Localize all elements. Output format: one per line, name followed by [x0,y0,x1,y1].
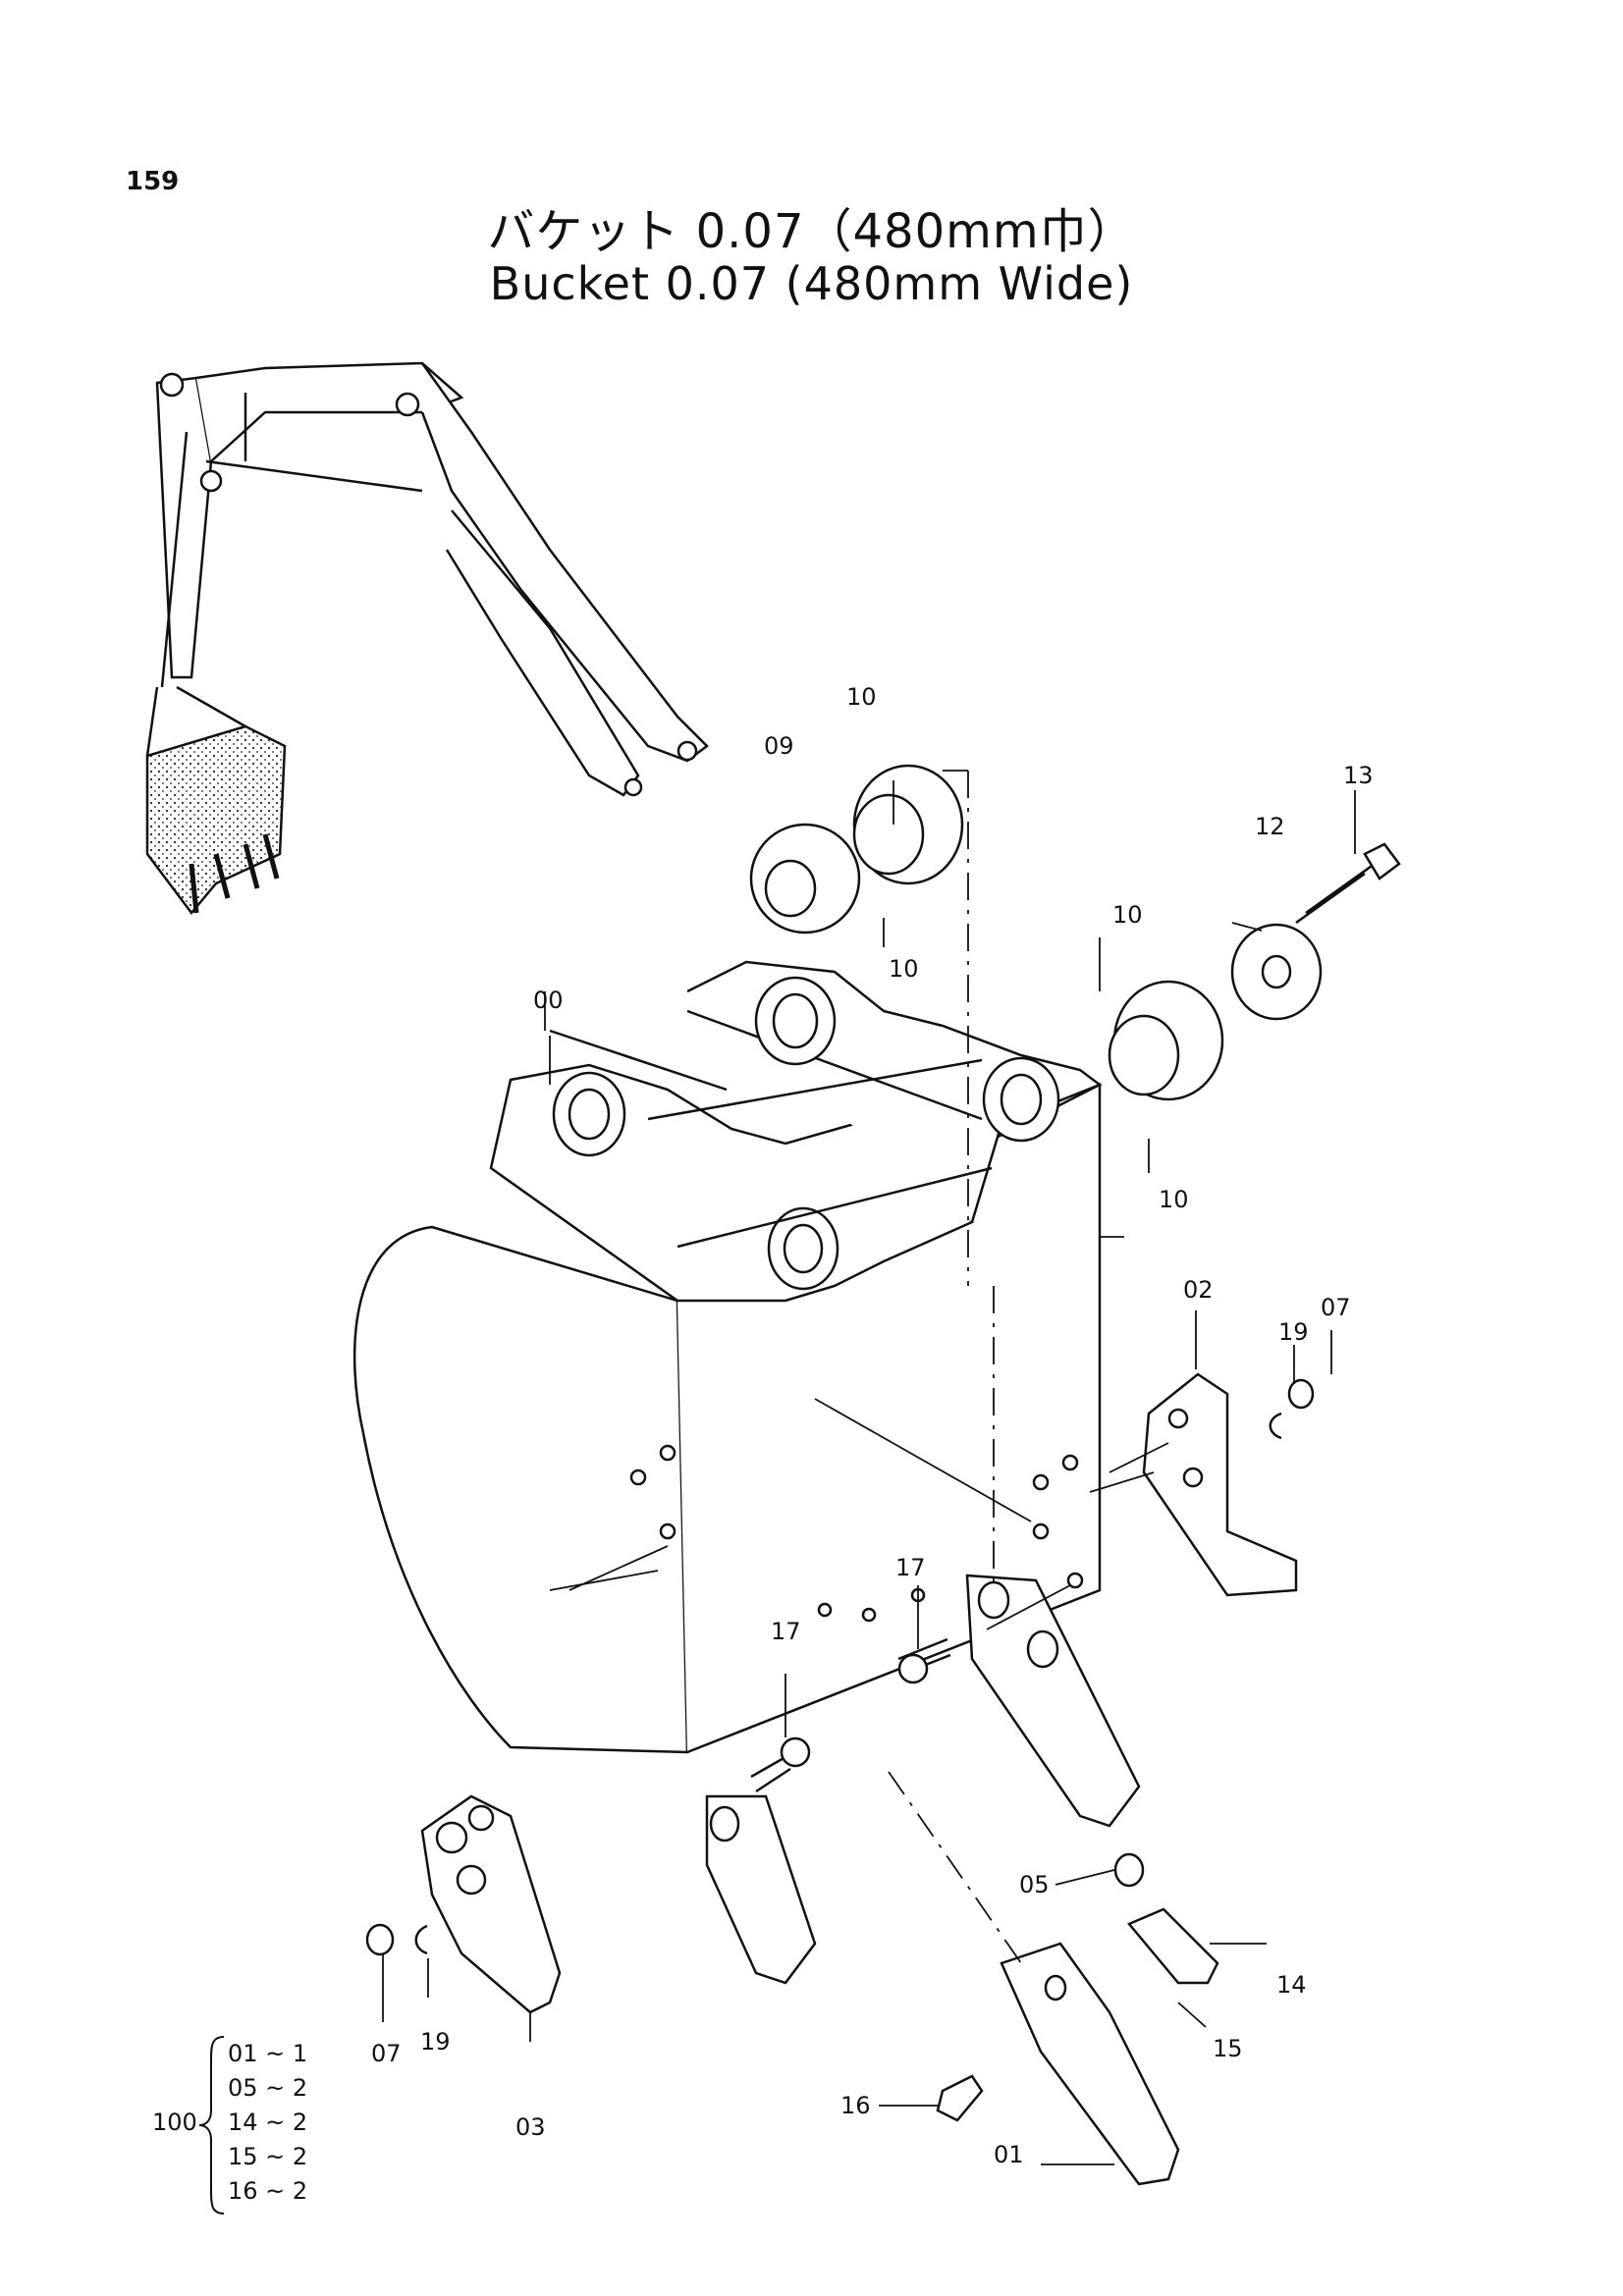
label-12: 12 [1255,813,1285,840]
kit-item: 01 ~ 1 [228,2040,307,2067]
label-19-right: 19 [1278,1318,1309,1346]
replacement-tooth-assembly [936,1852,1219,2186]
label-10-upper-mid: 10 [889,955,919,983]
label-19-left: 19 [420,2028,451,2056]
label-07-left: 07 [371,2040,402,2067]
kit-item: 05 ~ 2 [228,2074,307,2102]
label-05: 05 [1019,1871,1050,1898]
page-title-japanese: バケット 0.07（480mm巾） [487,204,1136,259]
label-01: 01 [994,2141,1024,2168]
bushing-and-shims [749,764,1401,1101]
kit-number: 100 [152,2109,197,2136]
bolts [750,1637,951,1793]
kit-list: 100 01 ~ 1 05 ~ 2 14 ~ 2 15 ~ 2 16 ~ 2 [152,2036,307,2215]
label-16: 16 [840,2092,871,2119]
label-03: 03 [515,2113,546,2141]
label-09: 09 [764,732,794,760]
kit-item: 15 ~ 2 [228,2143,307,2170]
label-10-top: 10 [846,683,877,711]
label-13: 13 [1343,762,1374,789]
bucket-teeth [705,1574,1141,1985]
label-17-right: 17 [895,1554,926,1581]
label-00: 00 [533,987,564,1014]
label-14: 14 [1276,1971,1307,1999]
kit-item: 14 ~ 2 [228,2109,307,2136]
label-15: 15 [1213,2035,1243,2062]
page-title-english: Bucket 0.07 (480mm Wide) [489,257,1134,310]
page-number: 159 [126,167,180,196]
label-10-lower-mid: 10 [1112,901,1143,929]
leader-lines [382,770,1356,2165]
label-07-right: 07 [1321,1294,1351,1321]
machine-arm-overview [145,361,709,916]
label-02: 02 [1183,1276,1214,1304]
side-cutters [365,1372,1315,2014]
label-17-left: 17 [771,1618,801,1645]
label-10-bottom: 10 [1159,1186,1189,1213]
kit-item: 16 ~ 2 [228,2177,307,2205]
